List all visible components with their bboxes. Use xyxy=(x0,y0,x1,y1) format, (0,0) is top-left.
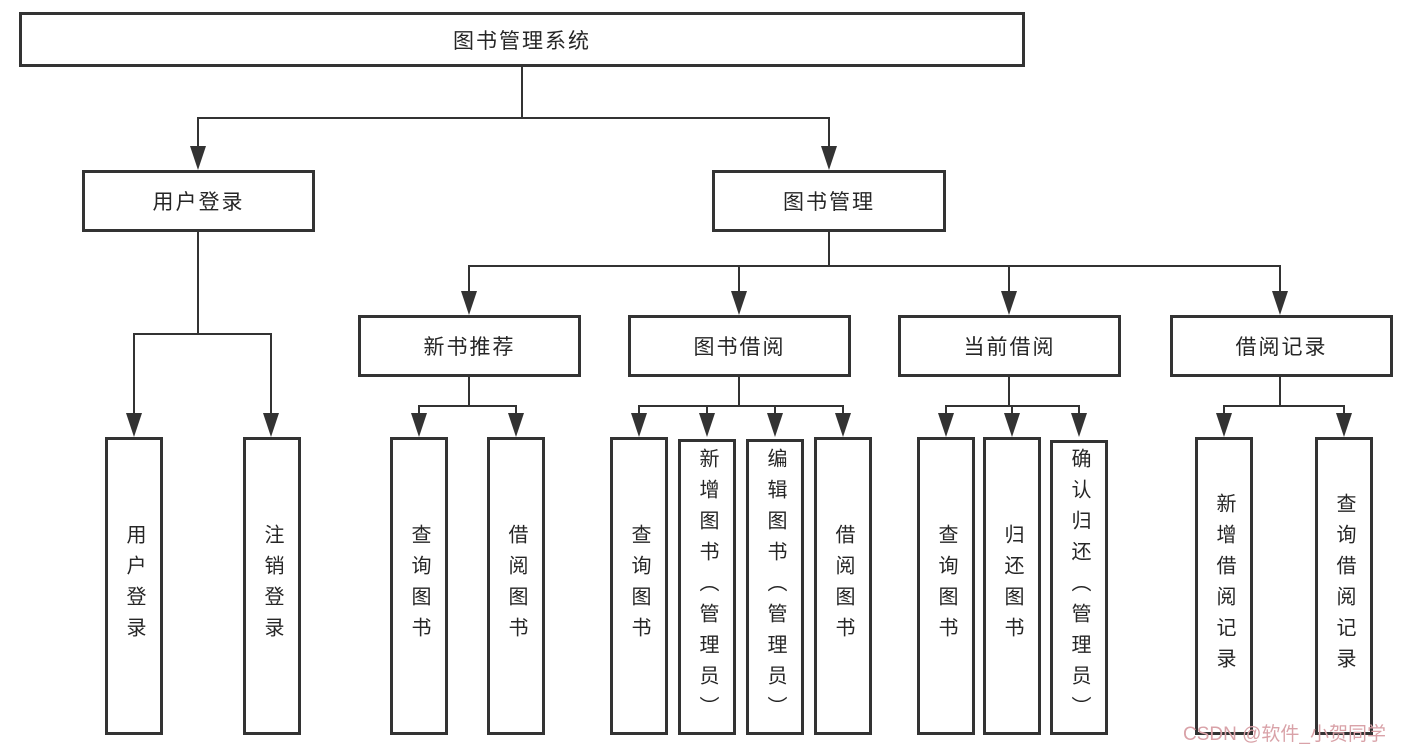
connector-new-book-rail xyxy=(418,405,517,407)
connector-level2-rail xyxy=(197,117,830,119)
connector-book-borrow-drop xyxy=(738,377,740,407)
arrowhead-down-icon xyxy=(263,413,279,437)
arrowhead-down-icon xyxy=(1001,291,1017,315)
connector-to-leaf-user-login xyxy=(133,333,135,415)
arrowhead-down-icon xyxy=(1216,413,1232,437)
arrowhead-down-icon xyxy=(461,291,477,315)
arrowhead-down-icon xyxy=(1336,413,1352,437)
leaf-edit-book-admin: 编辑图书（管理员） xyxy=(746,439,804,735)
node-borrow-records: 借阅记录 xyxy=(1170,315,1393,377)
arrowhead-down-icon xyxy=(190,146,206,170)
connector-to-book-borrow xyxy=(738,265,740,293)
connector-to-current-borrow xyxy=(1008,265,1010,293)
arrowhead-down-icon xyxy=(1272,291,1288,315)
connector-new-book-drop xyxy=(468,377,470,407)
node-new-book-recommend: 新书推荐 xyxy=(358,315,581,377)
connector-leaf-stub xyxy=(706,405,708,417)
arrowhead-down-icon xyxy=(1071,413,1087,437)
arrowhead-down-icon xyxy=(411,413,427,437)
connector-level3-rail xyxy=(468,265,1281,267)
leaf-add-book-admin: 新增图书（管理员） xyxy=(678,439,736,735)
arrowhead-down-icon xyxy=(508,413,524,437)
node-current-borrow: 当前借阅 xyxy=(898,315,1121,377)
arrowhead-down-icon xyxy=(731,291,747,315)
connector-book-borrow-rail xyxy=(638,405,844,407)
arrowhead-down-icon xyxy=(835,413,851,437)
leaf-query-borrow-record: 查询借阅记录 xyxy=(1315,437,1373,735)
connector-leaf-stub xyxy=(638,405,640,417)
connector-to-new-book xyxy=(468,265,470,293)
arrowhead-down-icon xyxy=(938,413,954,437)
arrowhead-down-icon xyxy=(767,413,783,437)
node-book-borrow: 图书借阅 xyxy=(628,315,851,377)
leaf-borrow-books-recommend: 借阅图书 xyxy=(487,437,545,735)
leaf-return-books: 归还图书 xyxy=(983,437,1041,735)
connector-leaf-stub xyxy=(842,405,844,417)
connector-borrow-records-drop xyxy=(1279,377,1281,407)
arrowhead-down-icon xyxy=(699,413,715,437)
connector-leaf-stub xyxy=(1078,405,1080,417)
node-book-management: 图书管理 xyxy=(712,170,946,232)
connector-leaf-stub xyxy=(774,405,776,417)
connector-to-book-management xyxy=(828,117,830,148)
connector-leaf-stub xyxy=(515,405,517,417)
arrowhead-down-icon xyxy=(1004,413,1020,437)
connector-user-login-rail xyxy=(133,333,272,335)
connector-leaf-stub xyxy=(1011,405,1013,417)
connector-leaf-stub xyxy=(418,405,420,417)
leaf-query-books-borrow: 查询图书 xyxy=(610,437,668,735)
connector-leaf-stub xyxy=(945,405,947,417)
leaf-borrow-books: 借阅图书 xyxy=(814,437,872,735)
connector-current-borrow-drop xyxy=(1008,377,1010,407)
connector-to-user-login xyxy=(197,117,199,148)
connector-borrow-records-rail xyxy=(1223,405,1344,407)
leaf-logout: 注销登录 xyxy=(243,437,301,735)
connector-to-borrow-records xyxy=(1279,265,1281,293)
node-root: 图书管理系统 xyxy=(19,12,1025,67)
connector-book-management-drop xyxy=(828,232,830,267)
connector-leaf-stub xyxy=(1343,405,1345,417)
arrowhead-down-icon xyxy=(821,146,837,170)
arrowhead-down-icon xyxy=(126,413,142,437)
leaf-query-books-current: 查询图书 xyxy=(917,437,975,735)
leaf-confirm-return-admin: 确认归还（管理员） xyxy=(1050,440,1108,735)
connector-root-drop xyxy=(521,67,523,119)
connector-leaf-stub xyxy=(1223,405,1225,417)
csdn-watermark: CSDN @软件_小贺同学 xyxy=(1183,724,1386,745)
node-user-login: 用户登录 xyxy=(82,170,315,232)
leaf-user-login: 用户登录 xyxy=(105,437,163,735)
connector-to-leaf-logout xyxy=(270,333,272,415)
arrowhead-down-icon xyxy=(631,413,647,437)
leaf-add-borrow-record: 新增借阅记录 xyxy=(1195,437,1253,735)
leaf-query-books-recommend: 查询图书 xyxy=(390,437,448,735)
connector-user-login-drop xyxy=(197,232,199,335)
